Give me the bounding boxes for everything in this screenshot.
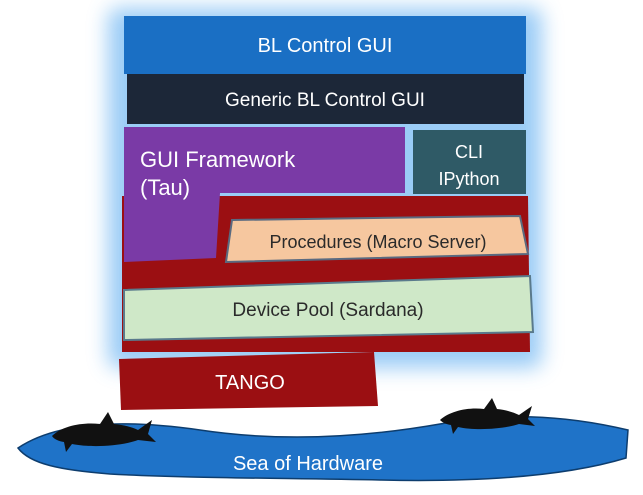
cli-label-line2: IPython <box>438 169 499 189</box>
generic-bl-control-gui-layer <box>127 74 524 124</box>
cli-layer <box>413 130 526 194</box>
gui-framework-layer <box>124 127 405 262</box>
gui-framework-label-line2: (Tau) <box>140 175 190 200</box>
device-pool-layer <box>123 274 535 342</box>
shark-icon <box>440 398 535 434</box>
gui-framework-label-line1: GUI Framework <box>140 147 296 172</box>
bl-control-gui-layer <box>124 16 526 74</box>
device-pool-label: Device Pool (Sardana) <box>232 300 423 321</box>
procedures-layer <box>224 214 530 264</box>
sea-label: Sea of Hardware <box>233 453 383 475</box>
cli-label-line1: CLI <box>455 142 483 162</box>
bl-control-gui-label: BL Control GUI <box>258 35 393 57</box>
sea-of-hardware <box>16 415 629 482</box>
tango-layer <box>119 352 378 410</box>
generic-bl-control-gui-label: Generic BL Control GUI <box>225 90 425 111</box>
shark-icon <box>52 412 156 452</box>
procedures-label: Procedures (Macro Server) <box>269 232 486 252</box>
tango-label: TANGO <box>215 372 285 394</box>
